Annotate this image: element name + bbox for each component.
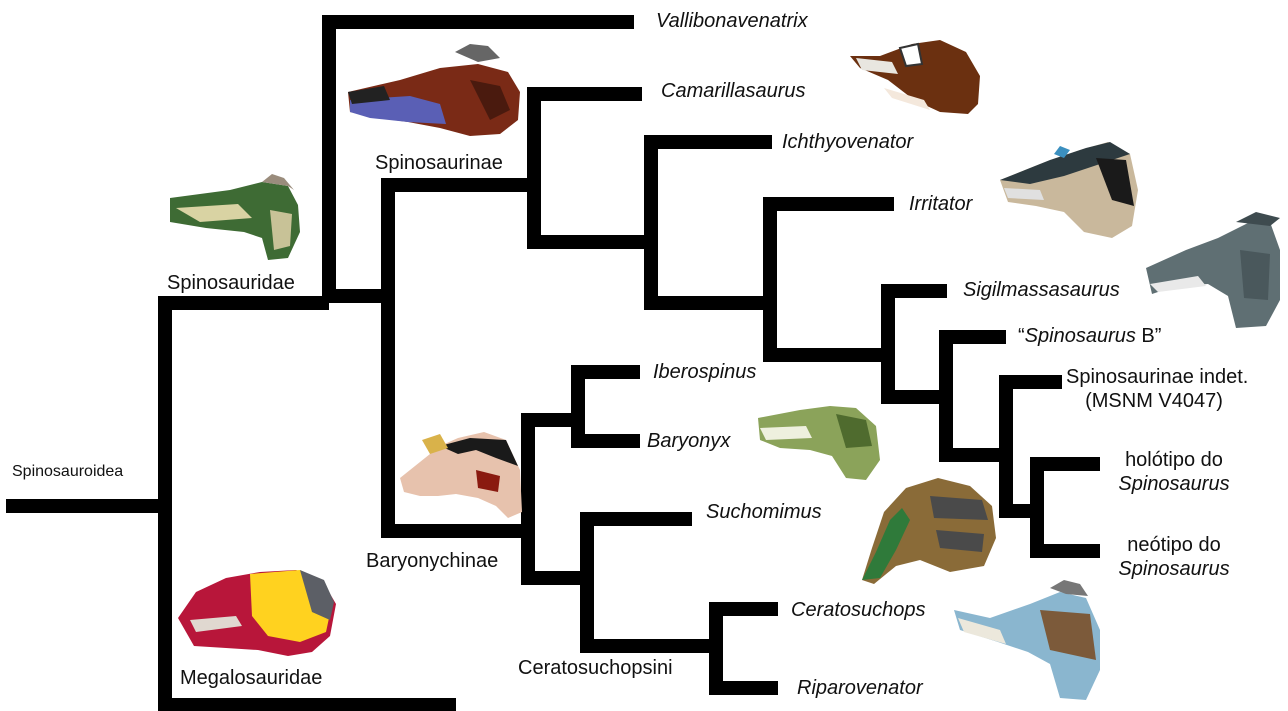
ceratosuchops-head-icon xyxy=(954,580,1100,700)
taxon-baryonyx: Baryonyx xyxy=(647,429,730,453)
clade-label-spinosauroidea: Spinosauroidea xyxy=(12,460,123,484)
suchomimus-head-icon xyxy=(862,478,996,584)
clade-label-megalosauridae: Megalosauridae xyxy=(180,666,322,690)
clade-label-spinosaurinae: Spinosaurinae xyxy=(375,151,503,175)
taxon-ichthyovenator: Ichthyovenator xyxy=(782,130,913,154)
taxon-suchomimus: Suchomimus xyxy=(706,500,822,524)
irritator-head-icon xyxy=(1000,142,1138,238)
spinosauridae-head-icon xyxy=(170,174,300,260)
clade-label-ceratosuchopsini: Ceratosuchopsini xyxy=(518,656,673,680)
spinosaurinae-head-icon xyxy=(348,44,520,136)
spinosaurus-b-suffix: B” xyxy=(1136,325,1162,347)
clade-label-baryonychinae: Baryonychinae xyxy=(366,549,498,573)
sigilmassasaurus-head-icon xyxy=(1146,212,1280,328)
taxon-iberospinus: Iberospinus xyxy=(653,360,756,384)
baryonyx-head-icon xyxy=(758,406,880,480)
msnm-line1: Spinosaurinae indet. xyxy=(1066,365,1242,389)
holotype-line2: Spinosaurus xyxy=(1106,472,1242,496)
taxon-msnm-v4047: Spinosaurinae indet. (MSNM V4047) xyxy=(1066,365,1242,413)
spinosaurus-b-genus: Spinosaurus xyxy=(1025,325,1136,347)
taxon-ceratosuchops: Ceratosuchops xyxy=(791,598,926,622)
taxon-vallibonavenatrix: Vallibonavenatrix xyxy=(656,9,808,33)
spinosaurus-b-open-quote: “ xyxy=(1018,325,1025,347)
taxon-holotype: holótipo do Spinosaurus xyxy=(1106,448,1242,496)
baryonychinae-body-icon xyxy=(400,432,522,518)
camarillasaurus-head-icon xyxy=(850,40,980,114)
taxon-riparovenator: Riparovenator xyxy=(797,676,923,700)
taxon-neotype: neótipo do Spinosaurus xyxy=(1106,533,1242,581)
clade-label-spinosauridae: Spinosauridae xyxy=(167,271,295,295)
taxon-spinosaurus-b: “Spinosaurus B” xyxy=(1018,324,1161,348)
taxon-camarillasaurus: Camarillasaurus xyxy=(661,79,806,103)
taxon-irritator: Irritator xyxy=(909,192,972,216)
neotype-line2: Spinosaurus xyxy=(1106,557,1242,581)
neotype-line1: neótipo do xyxy=(1106,533,1242,557)
branch-lines xyxy=(6,22,1100,705)
taxon-sigilmassasaurus: Sigilmassasaurus xyxy=(963,278,1120,302)
holotype-line1: holótipo do xyxy=(1106,448,1242,472)
msnm-line2: (MSNM V4047) xyxy=(1066,389,1242,413)
megalosauridae-head-icon xyxy=(178,570,336,656)
